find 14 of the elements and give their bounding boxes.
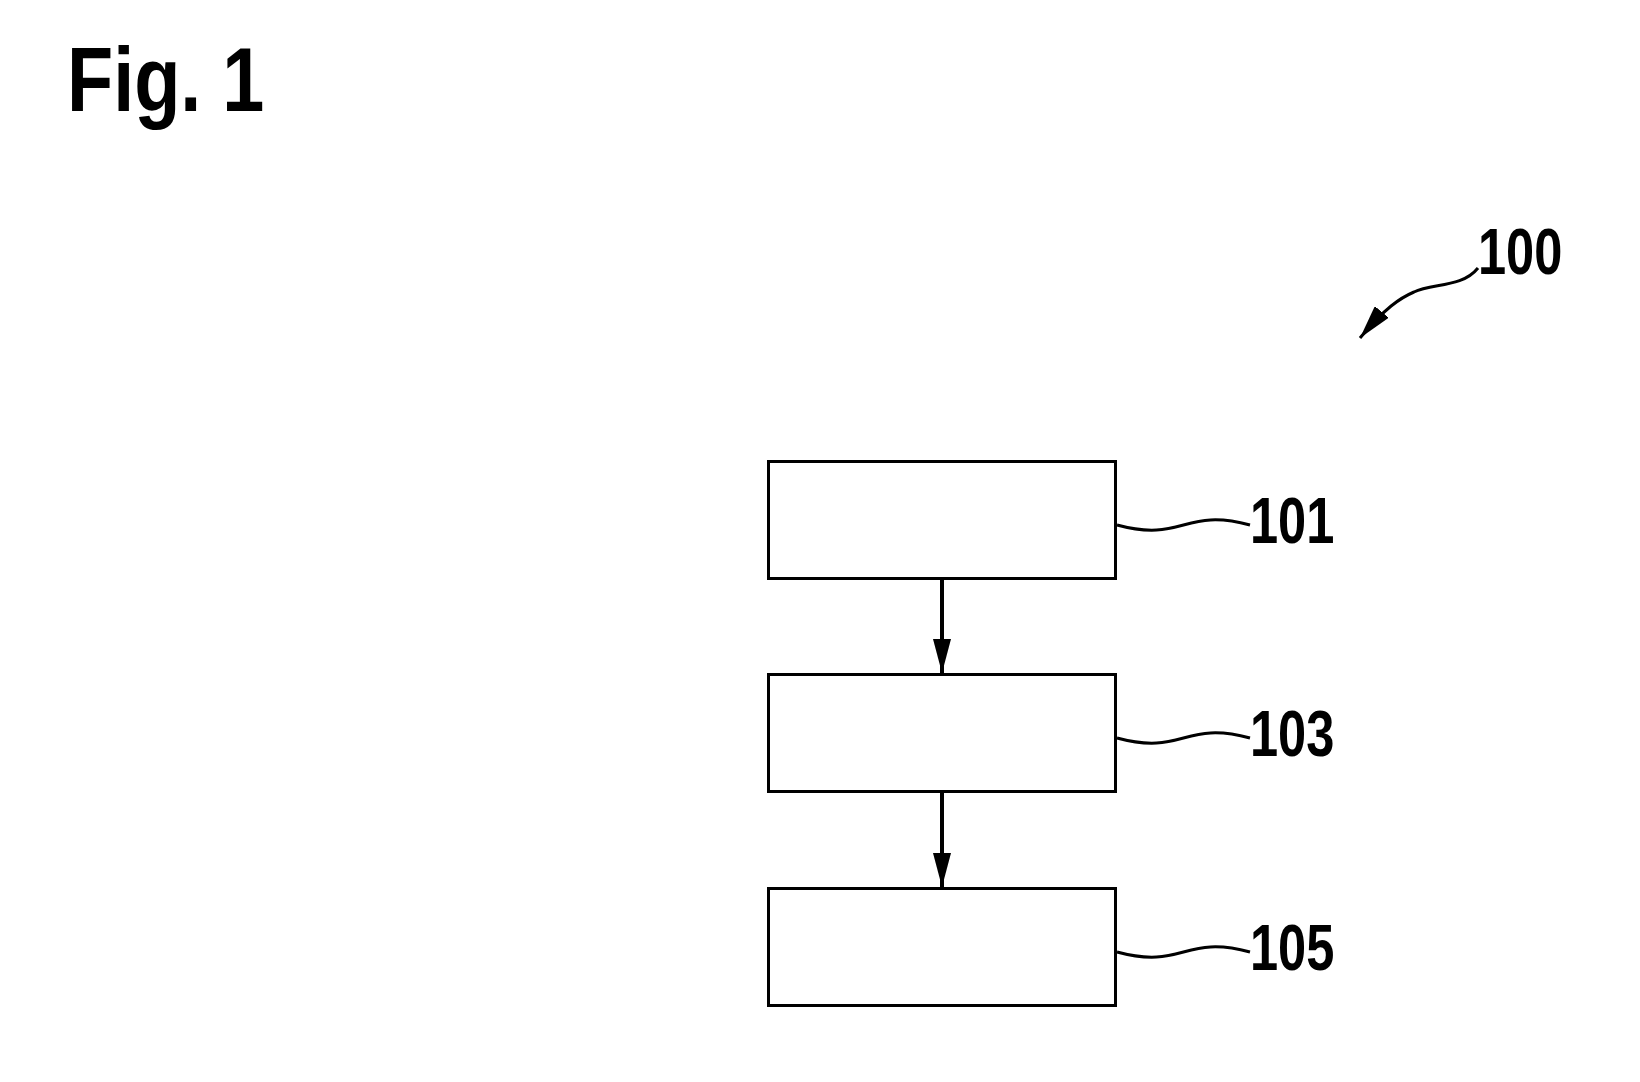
callout-number: 105 bbox=[1250, 916, 1335, 980]
process-box bbox=[767, 673, 1117, 793]
callout-number: 101 bbox=[1250, 489, 1335, 553]
leader-line bbox=[1116, 731, 1251, 745]
leader-line bbox=[1116, 518, 1251, 532]
figure-title: Fig. 1 bbox=[67, 29, 265, 132]
callout-number: 100 bbox=[1478, 220, 1563, 284]
flow-arrow bbox=[933, 793, 951, 887]
flow-arrow bbox=[933, 580, 951, 673]
leader-line bbox=[1116, 945, 1251, 959]
process-box bbox=[767, 460, 1117, 580]
callout-number: 103 bbox=[1250, 702, 1335, 766]
reference-arrow bbox=[1358, 266, 1480, 339]
process-box bbox=[767, 887, 1117, 1007]
